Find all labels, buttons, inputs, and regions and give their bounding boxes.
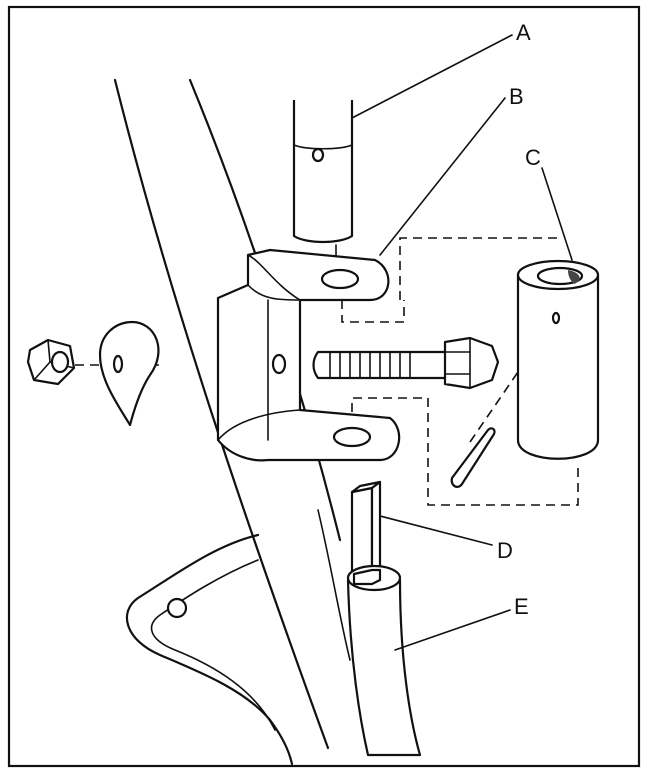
callout-d: D [497,538,513,563]
leader-a [351,34,513,119]
hinge-bracket-part-b [216,248,401,462]
callout-c: C [525,145,541,170]
leader-b [379,97,506,256]
teardrop-washer [98,320,160,427]
leader-e [394,609,511,651]
callout-e: E [514,594,529,619]
callout-a: A [516,20,531,45]
leader-lines [351,34,573,651]
callout-b: B [509,84,524,109]
door-body-outline [113,78,351,766]
bolt [312,336,500,390]
leader-d [379,515,493,546]
upper-rod-part-a [292,100,354,269]
spacer-sleeve-part-c [516,259,600,460]
leader-c [541,167,573,261]
cotter-pin [450,427,496,488]
body-hole [166,597,188,619]
hex-nut [26,338,76,386]
lower-tube-part-e [346,564,422,757]
figure-border [7,5,641,768]
